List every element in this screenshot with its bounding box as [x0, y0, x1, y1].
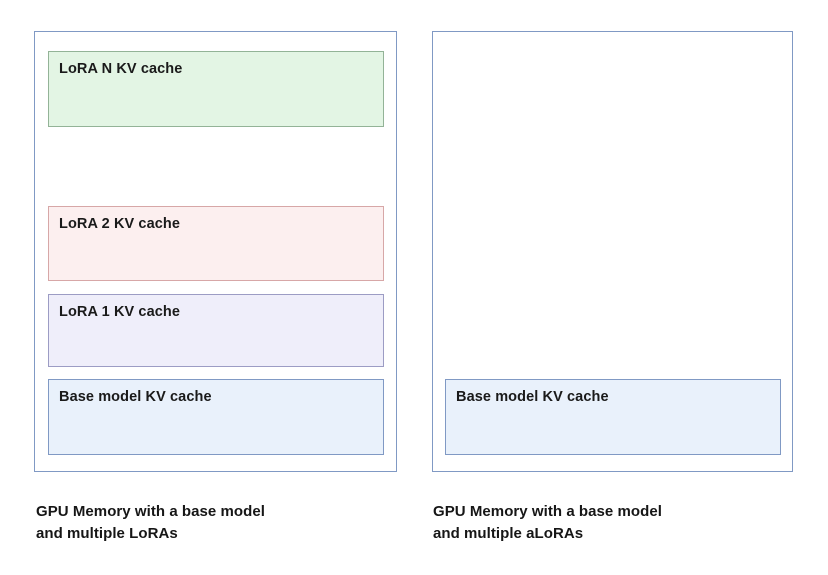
memory-block-lora-1-kv-cache: LoRA 1 KV cache [48, 294, 384, 367]
memory-block-base-model-kv-cache: Base model KV cache [445, 379, 781, 455]
memory-block-base-model-kv-cache: Base model KV cache [48, 379, 384, 455]
memory-block-lora-2-kv-cache: LoRA 2 KV cache [48, 206, 384, 281]
memory-block-label: Base model KV cache [59, 389, 212, 405]
memory-block-label: LoRA 1 KV cache [59, 304, 181, 320]
gpu-memory-panel-aloras: Base model KV cache [432, 31, 793, 472]
panel-caption-aloras: GPU Memory with a base model and multipl… [433, 503, 662, 542]
memory-block-label: LoRA 2 KV cache [59, 216, 181, 232]
gpu-memory-panel-loras: LoRA N KV cache LoRA 2 KV cache LoRA 1 K… [34, 31, 397, 472]
memory-block-label: LoRA N KV cache [59, 61, 183, 77]
panel-caption-loras: GPU Memory with a base model and multipl… [36, 503, 265, 542]
memory-block-label: Base model KV cache [456, 389, 609, 405]
memory-block-lora-n-kv-cache: LoRA N KV cache [48, 51, 384, 127]
